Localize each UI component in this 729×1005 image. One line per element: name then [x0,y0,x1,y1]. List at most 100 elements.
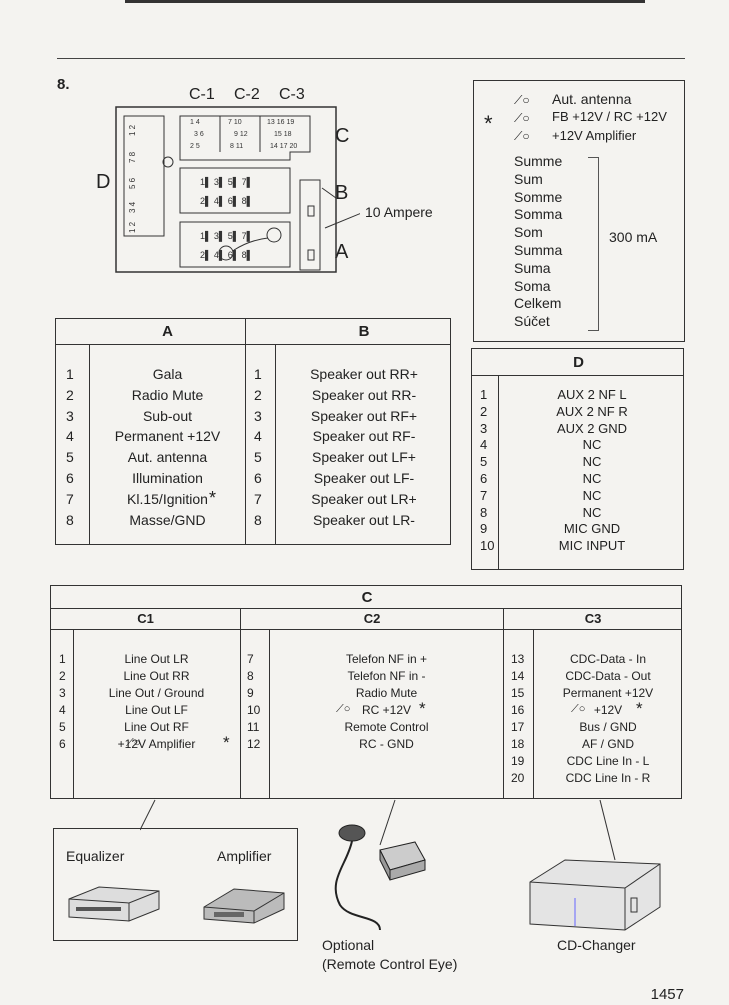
switch-icon: ⟋○ [514,93,530,107]
table-d-pin-number: 7 [480,487,488,503]
table-b-pin-label: Speaker out RR- [311,386,417,403]
svg-text:8 11: 8 11 [230,143,243,150]
svg-text:2▌ 4▌ 6▌ 8▌: 2▌ 4▌ 6▌ 8▌ [200,249,253,261]
table-c1-pin-number: 6 [59,737,66,751]
table-d-pin-number: 10 [480,538,495,554]
legend-item-aut-antenna: Aut. antenna [552,91,632,107]
table-b-pin-label: Speaker out LF+ [312,449,416,466]
plus12v-star: * [636,699,643,718]
table-a-pin-label: Kl.15/Ignition [127,490,208,507]
table-c1-pin-label: Line Out LR [124,652,189,666]
table-a-pin-label: Illumination [132,470,203,486]
table-a-pin-number: 8 [66,511,74,528]
sum-word-list: Summe Sum Somme Somma Som Summa Suma Som… [514,153,562,331]
sum-word: Sum [514,170,543,187]
table-c3-pin-number: 17 [511,720,525,734]
table-c2-pin-number: 9 [247,686,254,700]
table-a-pin-label: Aut. antenna [127,449,208,466]
table-b-pin-number: 6 [254,470,262,486]
current-value: 300 mA [609,229,658,245]
table-c2-pin-label: RC - GND [359,737,414,751]
table-b-pin-label: Speaker out LR- [313,511,415,528]
table-b-pin-number: 4 [254,428,262,445]
legend-box: * ⟋○ Aut. antenna ⟋○ FB +12V / RC +12V ⟋… [473,80,685,342]
table-c3-pin-number: 19 [511,754,525,768]
table-c1-pin-number: 5 [59,720,66,734]
table-c1-pin-label: Line Out RR [123,669,190,683]
table-d-pin-number: 9 [480,521,488,537]
table-b-pin-label: Speaker out RF+ [310,407,418,424]
table-c1-pin-label: +12V Amplifier [117,737,196,751]
sum-word: Somma [514,206,563,223]
svg-text:3 4: 3 4 [128,201,137,213]
devices-drawing [68,886,285,924]
ignition-star: * [209,487,217,508]
table-b-pin-number: 2 [254,386,262,403]
sum-word: Soma [514,277,551,294]
table-c3-pin-label: Permanent +12V [562,686,654,700]
table-a-pin-number: 6 [66,470,74,486]
table-c3-pin-number: 18 [511,737,525,751]
table-c1-pin-number: 3 [59,686,66,700]
table-d-pin-number: 3 [480,420,488,436]
switch-icon: ⟋○ [514,111,530,125]
table-b-pin-label: Speaker out RR+ [310,366,418,382]
legend-star: * [484,111,493,136]
equalizer-amplifier-box: Equalizer Amplifier [53,828,298,941]
table-c1-pin-label: Line Out / Ground [108,686,205,700]
page-top-rule [125,0,645,3]
svg-text:2▌ 4▌ 6▌ 8▌: 2▌ 4▌ 6▌ 8▌ [200,195,253,207]
table-c3-pin-label: Bus / GND [579,720,637,734]
table-c-header: C [361,589,373,606]
sum-word: Summa [514,241,563,258]
table-a-pin-label: Gala [152,366,183,382]
table-c1-pin-number: 2 [59,669,66,683]
table-c2-pin-label: Telefon NF in - [347,669,426,683]
table-c3-pin-number: 20 [511,771,525,785]
table-c1-pin-label: Line Out LF [125,703,188,717]
table-d-pin-number: 1 [480,387,488,402]
section-number: 8. [57,76,70,93]
label-c3: C-3 [279,86,305,103]
table-a-pin-label: Sub-out [142,407,193,424]
table-a-pin-number: 1 [66,366,74,382]
table-d-pin-number: 6 [480,471,488,486]
table-c3-pin-label: CDC Line In - R [565,771,651,785]
sum-word: Summe [514,153,563,169]
svg-text:9 12: 9 12 [234,131,248,138]
svg-text:14 17 20: 14 17 20 [270,143,297,150]
table-d-pin-number: 2 [480,403,488,419]
table-a-pin-number: 7 [66,490,74,507]
equalizer-icon [68,886,160,922]
table-c2-pin-label: Telefon NF in + [345,652,428,666]
table-b-header: B [358,323,370,340]
table-c2-pin-label: Remote Control [344,720,429,734]
table-d-pin-label: NC [582,471,602,486]
table-c3-pin-number: 15 [511,686,525,700]
label-d: D [96,171,111,193]
svg-text:3 6: 3 6 [194,131,204,138]
table-c3-pin-number: 14 [511,669,525,683]
sum-word: Som [514,224,543,241]
table-a-pin-number: 5 [66,449,74,466]
table-d-pin-label: AUX 2 NF L [557,387,627,402]
table-d-pin-number: 5 [480,454,488,470]
svg-text:2 5: 2 5 [190,143,200,150]
table-c2-pin-number: 8 [247,669,254,683]
table-a-pin-label: Masse/GND [129,511,206,528]
table-d-pin-label: MIC GND [563,521,621,537]
sum-word: Somme [514,188,563,205]
table-c2-header: C2 [363,611,381,626]
remote-eye-icon [334,824,426,931]
svg-text:1 2: 1 2 [128,124,137,136]
table-d-pin-label: NC [582,504,602,520]
switch-icon: ⟋○ [126,737,141,749]
rc-star: * [419,699,426,718]
switch-icon: ⟋○ [514,129,530,143]
label-c1: C-1 [189,86,215,103]
amplifier-star: * [223,733,230,752]
svg-text:1 4: 1 4 [190,119,200,126]
table-d-pin-label: NC [582,454,602,470]
switch-icon: ⟋○ [336,703,351,715]
